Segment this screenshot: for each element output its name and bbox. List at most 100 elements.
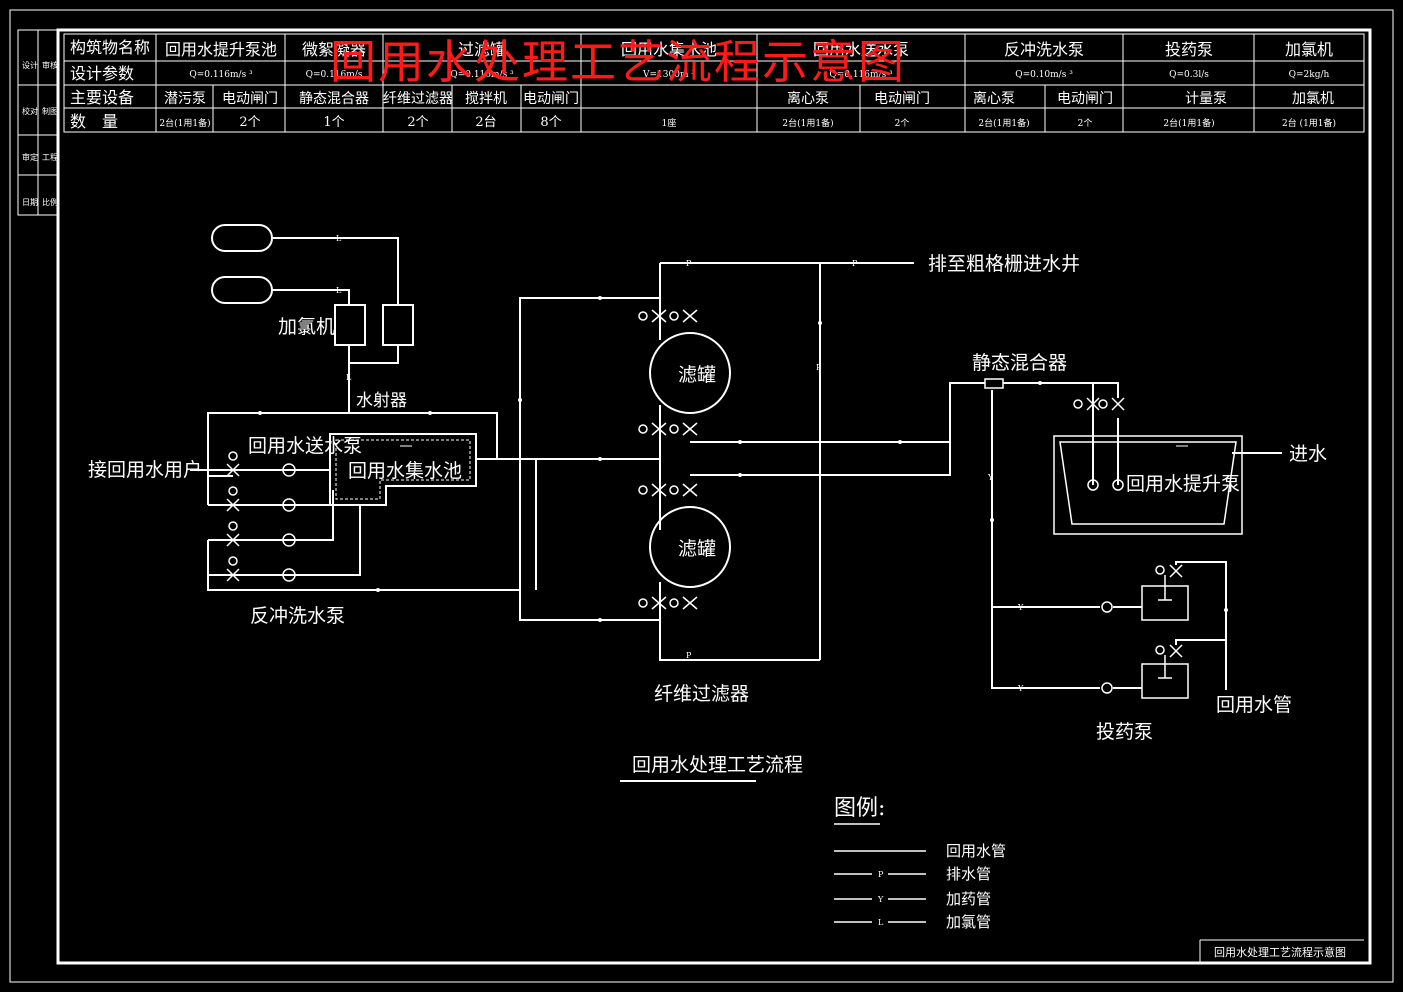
param-cell: Q=0.116m/s ³	[450, 70, 514, 80]
drain-to-label: 排至粗格栅进水井	[928, 253, 1080, 275]
to-users-label: 接回用水用户	[88, 459, 202, 481]
pump-icon	[282, 498, 296, 512]
pipe-code: L	[336, 234, 342, 243]
quantity-cell: 2台	[475, 115, 496, 130]
valve-icon	[1169, 644, 1183, 658]
equipment-cell: 电动闸门	[874, 91, 930, 107]
structure-cell: 过滤罐	[458, 40, 506, 59]
lift-pump-pit	[1053, 397, 1243, 535]
equipment-cell: 离心泵	[787, 90, 829, 107]
side-label: 审核	[42, 60, 58, 70]
quantity-cell: 2个	[1078, 118, 1093, 129]
side-label: 审定	[22, 152, 38, 162]
chlorine-cylinders	[211, 224, 273, 304]
side-label: 工程	[42, 153, 58, 162]
actuator-icon	[228, 521, 238, 531]
filter-tank-icon	[649, 506, 731, 588]
side-label: 比例	[42, 197, 58, 207]
valve-icon	[226, 533, 240, 547]
actuator-icon	[228, 556, 238, 566]
process-title: 回用水处理工艺流程	[632, 754, 803, 776]
pipe-code: Y	[987, 473, 994, 482]
left-equipment	[226, 451, 296, 582]
param-cell: Q=0.116m/s ³	[189, 70, 253, 80]
collection-tank	[329, 433, 477, 506]
pipe-code: P	[816, 363, 822, 372]
structure-cell: 回用水送水泵	[813, 40, 909, 59]
pump-icon	[282, 463, 296, 477]
water-in-label: 进水	[1289, 443, 1327, 465]
param-cell: Q=2kg/h	[1289, 70, 1330, 80]
quantity-cell: 2台(1用1备)	[1163, 117, 1214, 129]
side-label: 设计	[22, 60, 38, 70]
row-label-structure: 构筑物名称	[70, 38, 150, 57]
equipment-cell: 电动闸门	[523, 91, 579, 107]
structure-cell: 投药泵	[1165, 40, 1213, 59]
valve-icon	[1169, 564, 1183, 578]
header-quantities: 2台(1用1备) 2个 1个 2个 2台 8个 1座 2台(1用1备) 2个 2…	[159, 115, 1336, 130]
quantity-cell: 2个	[407, 115, 428, 130]
filter-valves	[638, 309, 698, 610]
dosing-equipment	[1101, 564, 1189, 699]
pipe-code: L	[346, 373, 352, 382]
quantity-cell: 8个	[540, 115, 561, 130]
static-mixer-icon	[984, 378, 1004, 389]
pipe-code: P	[852, 259, 858, 268]
valve-icon	[226, 463, 240, 477]
side-label: 校对	[22, 106, 38, 116]
param-cell: Q=0.10m/s ³	[1015, 70, 1073, 80]
actuator-icon	[228, 486, 238, 496]
legend-item: L 加氯管	[834, 913, 991, 931]
side-title-strip	[17, 29, 59, 216]
valve-icon	[226, 568, 240, 582]
dosing-pump-label: 投药泵	[1096, 721, 1153, 743]
quantity-cell: 2个	[239, 115, 260, 130]
filter-tank-label: 滤罐	[678, 538, 716, 560]
filter-tank-label: 滤罐	[678, 364, 716, 386]
lift-pump-label: 回用水提升泵	[1126, 473, 1240, 495]
row-label-quantity: 数 量	[70, 112, 118, 131]
chlorinator-units	[334, 304, 414, 346]
pump-icon	[1101, 601, 1113, 613]
footer-title: 回用水处理工艺流程示意图	[1214, 945, 1346, 959]
overlay-title: 回用水处理工艺流程示意图	[330, 35, 906, 89]
pipe-markers	[258, 296, 1228, 622]
legend-item: 回用水管	[834, 842, 1006, 860]
pump-icon	[1101, 682, 1113, 694]
drawing-frame	[9, 9, 1394, 983]
param-cell: Q=0.116m/s ³	[829, 70, 893, 80]
ejector-label: 水射器	[356, 391, 407, 411]
pipe-network	[190, 237, 1282, 690]
drain-pipe-codes: P P P P L L L Y Y Y	[336, 234, 1024, 693]
valve-icon	[1111, 397, 1125, 411]
pipe-code: Y	[1017, 684, 1024, 693]
legend-code: P	[878, 870, 884, 879]
structure-cell: 反冲洗水泵	[1004, 40, 1084, 59]
pipe-code: P	[686, 651, 692, 660]
supply-pump-label: 回用水送水泵	[248, 435, 362, 457]
legend-title: 图例:	[834, 796, 885, 821]
row-label-params: 设计参数	[70, 64, 134, 83]
chlorine-cylinder-icon	[211, 224, 273, 252]
header-table	[63, 33, 1365, 133]
side-labels: 设计 审核 校对 制图 审定 工程 日期 比例	[22, 60, 58, 207]
chlorinator-label: 加氯机	[278, 316, 335, 338]
quantity-cell: 1个	[323, 115, 344, 130]
pipe-code: L	[336, 286, 342, 295]
equipment-cell: 潜污泵	[164, 91, 206, 107]
legend-code: Y	[877, 895, 884, 904]
quantity-cell: 1座	[662, 117, 677, 129]
equipment-cell: 电动闸门	[222, 91, 278, 107]
legend-item: Y 加药管	[834, 890, 991, 908]
legend-label: 排水管	[946, 865, 991, 883]
equipment-cell: 计量泵	[1185, 91, 1227, 107]
quantity-cell: 2台 (1用1备)	[1282, 117, 1336, 129]
header-row-labels: 构筑物名称 设计参数 主要设备 数 量	[70, 38, 150, 131]
chlorinator-unit-icon	[382, 304, 414, 346]
structure-cell: 加氯机	[1285, 40, 1333, 59]
quantity-cell: 2台(1用1备)	[782, 117, 833, 129]
valve-icon	[226, 498, 240, 512]
equipment-cell: 电动闸门	[1057, 91, 1113, 107]
equipment-cell: 加氯机	[1292, 91, 1334, 107]
